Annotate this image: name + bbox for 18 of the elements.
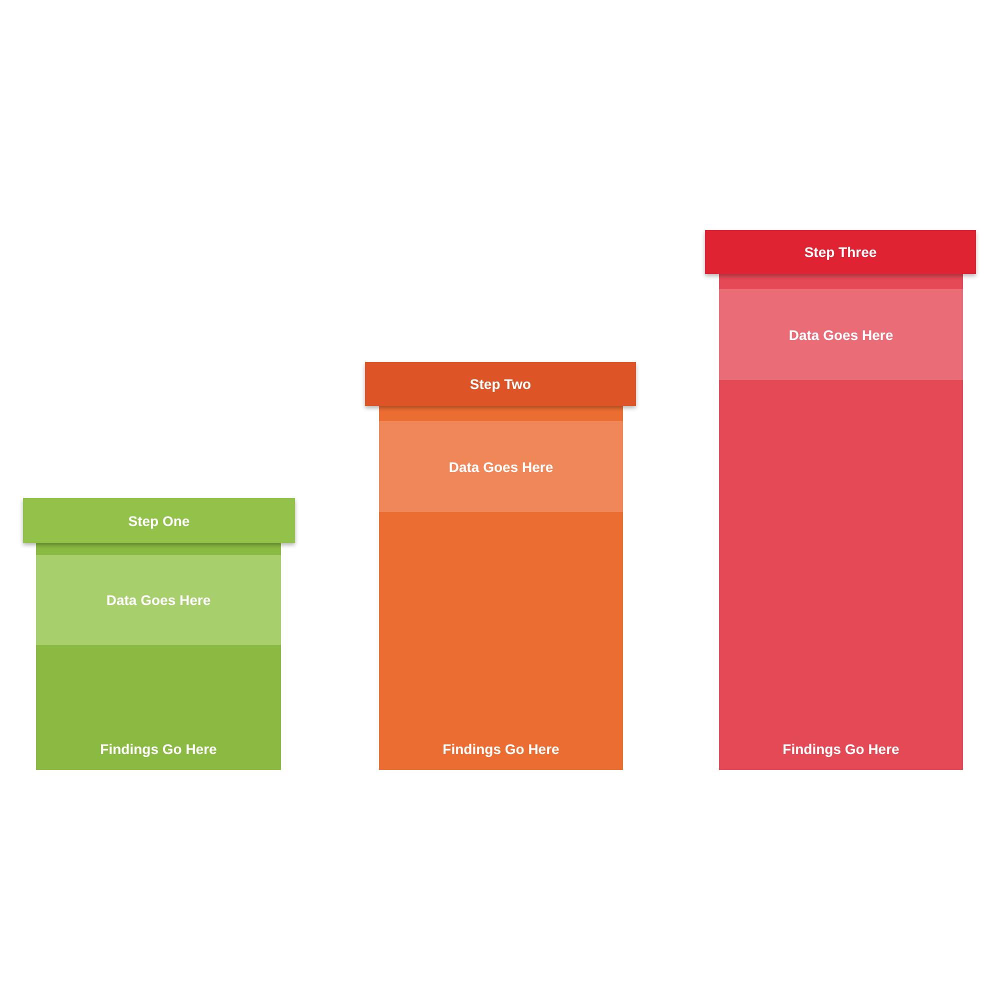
step-title: Step Two bbox=[470, 376, 532, 392]
column-bar bbox=[36, 543, 281, 770]
data-text: Data Goes Here bbox=[448, 458, 554, 474]
step-header bbox=[365, 362, 636, 406]
data-band bbox=[36, 555, 281, 645]
findings-text: Findings Go Here bbox=[782, 741, 900, 757]
step-header bbox=[23, 498, 295, 543]
data-band bbox=[379, 421, 623, 512]
column-bar bbox=[379, 406, 623, 770]
step-title: Step Three bbox=[804, 244, 877, 260]
data-band bbox=[719, 289, 963, 380]
step-title: Step One bbox=[128, 512, 190, 528]
findings-text: Findings Go Here bbox=[99, 741, 218, 757]
column-bar bbox=[719, 274, 963, 770]
data-text: Data Goes Here bbox=[106, 592, 211, 608]
findings-text: Findings Go Here bbox=[442, 741, 560, 757]
data-text: Data Goes Here bbox=[788, 326, 894, 342]
step-header bbox=[705, 230, 976, 274]
